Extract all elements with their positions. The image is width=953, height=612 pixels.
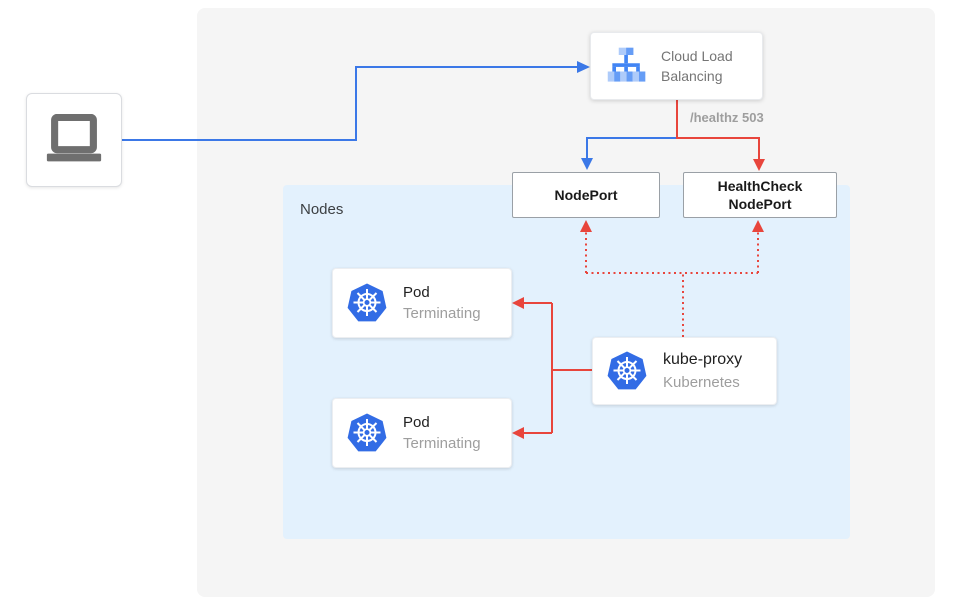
healthz-status-label: /healthz 503 <box>690 110 764 125</box>
cloud-load-balancing-label: Cloud Load Balancing <box>661 47 733 84</box>
pod-status: Terminating <box>403 305 481 322</box>
kube-proxy-title: kube-proxy <box>663 351 743 369</box>
cloud-load-balancing-node: Cloud Load Balancing <box>590 32 763 100</box>
laptop-icon <box>43 114 105 166</box>
nodeport-node: NodePort <box>512 172 660 218</box>
kube-proxy-subtitle: Kubernetes <box>663 373 740 391</box>
nodeport-label: NodePort <box>554 186 618 203</box>
load-balancer-tree-icon <box>605 47 649 85</box>
kubernetes-wheel-icon <box>347 413 387 453</box>
pod-title: Pod <box>403 414 430 431</box>
client-node <box>26 93 122 187</box>
pod-terminating-2: Pod Terminating <box>332 398 512 468</box>
kubernetes-wheel-icon <box>347 283 387 323</box>
pod-status: Terminating <box>403 435 481 452</box>
kubernetes-wheel-icon <box>607 351 647 391</box>
nodes-group-label: Nodes <box>300 201 344 218</box>
healthcheck-nodeport-node: HealthCheck NodePort <box>683 172 837 218</box>
healthcheck-nodeport-label: HealthCheck NodePort <box>717 177 803 212</box>
pod-terminating-1: Pod Terminating <box>332 268 512 338</box>
pod-title: Pod <box>403 284 430 301</box>
kube-proxy-node: kube-proxy Kubernetes <box>592 337 777 405</box>
